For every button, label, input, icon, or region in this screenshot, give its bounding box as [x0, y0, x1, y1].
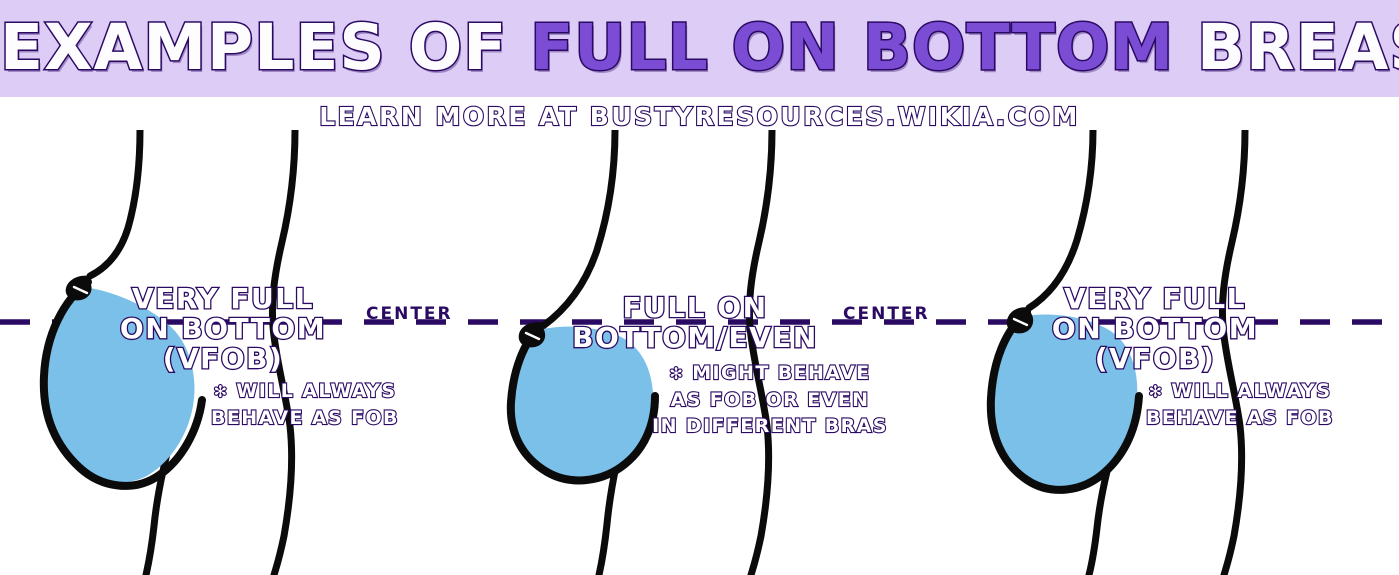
breast-outline	[39, 278, 206, 490]
figure-vfob-left	[0, 130, 460, 575]
label-line: (VFOB)	[1093, 342, 1216, 375]
figure-label-fob-even: FULL ON BOTTOM/EVEN	[545, 291, 845, 354]
label-line: ON BOTTOM	[1051, 312, 1259, 345]
back-contour	[268, 130, 299, 575]
note-line: WILL ALWAYS	[235, 379, 397, 403]
figure-label-vfob-left: VERY FULL ON BOTTOM (VFOB)	[88, 282, 358, 375]
title-part-1: EXAMPLES OF	[0, 10, 531, 86]
label-line: (VFOB)	[161, 342, 284, 375]
back-contour	[745, 130, 776, 575]
center-label-left: CENTER	[366, 304, 453, 324]
nipple-icon	[1006, 307, 1034, 334]
figure-note-vfob-right: ✻ WILL ALWAYS BEHAVE AS FOB	[1115, 378, 1365, 431]
title-part-3: BREASTS	[1196, 10, 1399, 86]
note-line-with-bullet: ✻ MIGHT BEHAVE	[620, 360, 920, 387]
breast-fill-shape	[512, 326, 653, 480]
label-line: BOTTOM/EVEN	[571, 321, 818, 354]
figure-fob-even-middle	[455, 130, 925, 575]
note-line: BEHAVE AS FOB	[210, 406, 399, 430]
breast-fill-shape	[45, 287, 195, 483]
figure-vfob-right	[925, 130, 1395, 575]
figure-label-vfob-right: VERY FULL ON BOTTOM (VFOB)	[1020, 282, 1290, 375]
bullet-icon: ✻	[212, 381, 229, 402]
breast-outline	[986, 308, 1143, 494]
nipple-highlight	[524, 331, 541, 341]
torso-upper-contour	[1025, 130, 1097, 312]
note-line: BEHAVE AS FOB	[1145, 406, 1334, 430]
torso-upper-contour	[539, 130, 619, 330]
center-label-right: CENTER	[843, 304, 930, 324]
figure-note-vfob-left: ✻ WILL ALWAYS BEHAVE AS FOB	[180, 378, 430, 431]
title-part-accent: FULL ON BOTTOM	[529, 10, 1175, 86]
note-line: IN DIFFERENT BRAS	[651, 414, 888, 438]
note-line: WILL ALWAYS	[1170, 379, 1332, 403]
figure-note-fob-even: ✻ MIGHT BEHAVE AS FOB OR EVEN IN DIFFERE…	[620, 360, 920, 439]
bullet-icon: ✻	[1147, 381, 1164, 402]
label-line: VERY FULL	[131, 282, 314, 315]
note-line: MIGHT BEHAVE	[691, 361, 871, 385]
center-reference-line	[0, 319, 1399, 325]
note-line-with-bullet: ✻ WILL ALWAYS	[180, 378, 430, 405]
nipple-highlight	[72, 285, 89, 295]
label-line: ON BOTTOM	[119, 312, 327, 345]
breast-fill-shape	[992, 314, 1138, 489]
nipple-highlight	[1012, 317, 1029, 327]
bullet-icon: ✻	[668, 363, 685, 384]
breast-outline	[506, 322, 659, 485]
back-contour	[1218, 130, 1249, 575]
label-line: VERY FULL	[1063, 282, 1246, 315]
torso-upper-contour	[86, 130, 144, 280]
label-line: FULL ON	[621, 291, 768, 324]
page-title: EXAMPLES OF FULL ON BOTTOM BREASTS	[0, 8, 1399, 88]
header-band	[0, 0, 1399, 97]
subtitle-source-link: LEARN MORE AT BUSTYRESOURCES.WIKIA.COM	[318, 101, 1080, 132]
note-line: AS FOB OR EVEN	[669, 388, 870, 412]
note-line-with-bullet: ✻ WILL ALWAYS	[1115, 378, 1365, 405]
